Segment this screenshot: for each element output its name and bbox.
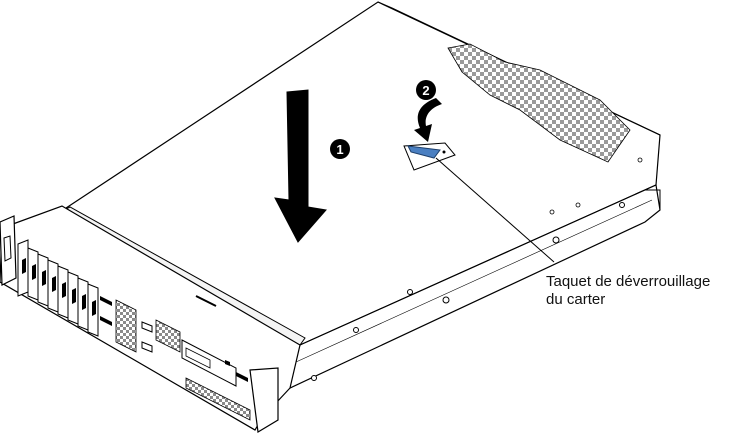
release-latch-callout: Taquet de déverrouillage du carter [546, 273, 710, 309]
step-badge-2: 2 [416, 80, 436, 100]
cover-vent-pattern [447, 43, 631, 163]
cover-release-latch [403, 98, 456, 171]
step-badge-2-number: 2 [422, 83, 429, 98]
callout-line-2: du carter [546, 291, 606, 308]
push-down-arrow [274, 89, 327, 243]
step-badge-1: 1 [330, 139, 350, 159]
callout-line-1: Taquet de déverrouillage [546, 273, 711, 290]
front-bezel [0, 205, 301, 433]
step-badge-1-number: 1 [336, 142, 343, 157]
drive-bays [17, 239, 99, 337]
chassis-side [279, 157, 661, 389]
callout-leader-line [435, 157, 555, 263]
press-arrow-icon [414, 98, 442, 142]
